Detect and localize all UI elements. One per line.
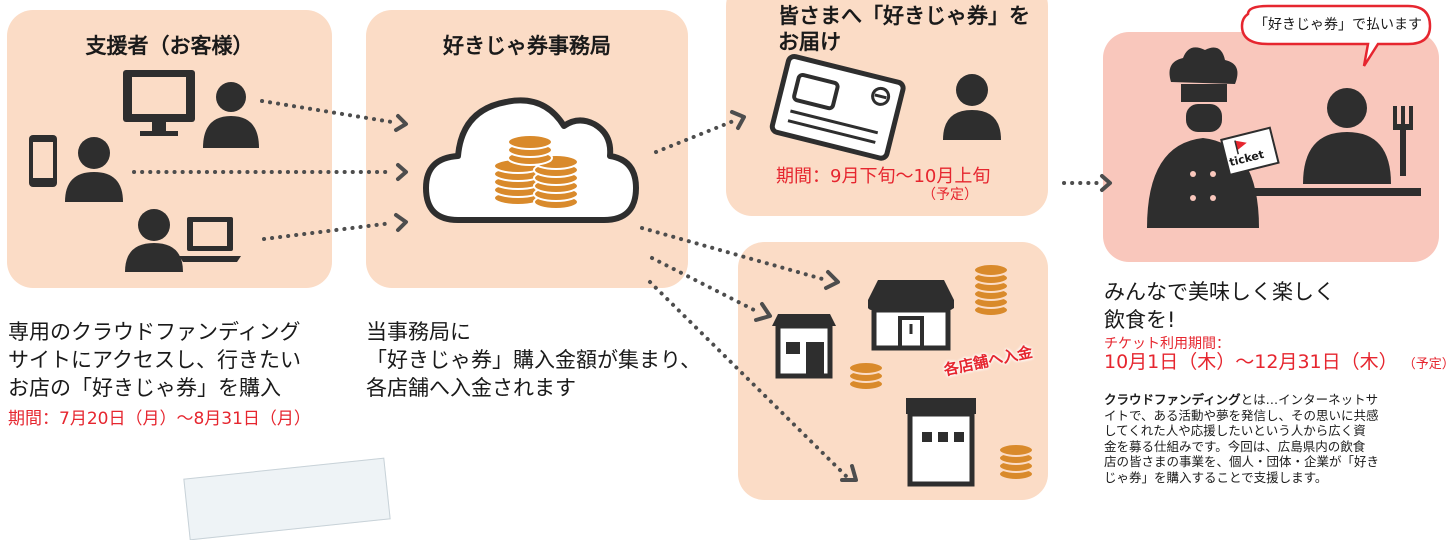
supporters-period: 期間：7月20日（月）～8月31日（月） [8,409,311,429]
crowdfunding-line-2: してくれた人や応援したいという人から広く資 [1104,423,1366,438]
usage-period-note: （予定） [1402,357,1448,372]
coin-stack-icon-store3 [998,443,1034,481]
supporters-panel: 支援者（お客様） [7,10,332,288]
crowdfunding-line-3: 金を募る仕組みです。今回は、広島県内の飲食 [1104,438,1366,454]
usage-label: チケット利用期間： [1104,336,1230,352]
smartphone-icon [29,135,57,187]
stores-icons [772,263,1034,487]
coin-stack-icon [493,134,579,210]
supporters-title: 支援者（お客様） [85,34,254,58]
supporters-desc-line2: サイトにアクセスし、行きたい [8,348,301,372]
delivery-title-line2: お届け [778,30,841,54]
delivery-title-line1: 皆さまへ「好きじゃ券」を [778,4,1030,28]
crowdfunding-note-line1: クラウドファンディングとは…インターネットサ [1104,392,1434,408]
crowdfunding-line-0: とは…インターネットサ [1240,392,1379,407]
speech-bubble-text: 「好きじゃ券」で払います [1254,17,1422,33]
laptop-icon [179,217,241,262]
person-icon-bottom [125,209,183,272]
delivery-panel: 皆さまへ「好きじゃ券」を お届け 期間：9月下旬～10月上旬 （予定） [726,0,1048,216]
crowdfunding-line-5: じゃ券」を購入することで支援します。 [1104,469,1328,485]
office-title: 好きじゃ券事務局 [443,34,611,58]
usage-period: 10月1日（木）～12月31日（木） [1104,351,1398,373]
usage-period-row: 10月1日（木）～12月31日（木） （予定） [1104,347,1448,374]
stores-panel: 各店舗へ入金 [738,242,1048,500]
delivery-icons [769,53,1001,161]
speech-bubble [1240,4,1432,67]
office-desc-line2: 「好きじゃ券」購入金額が集まり、 [366,348,702,372]
delivery-period: 期間：9月下旬～10月上旬 [776,166,991,187]
restaurant-headline-line2: 飲食を! [1104,308,1176,332]
office-desc-line1: 当事務局に [366,320,471,344]
cloud-coins-illustration [423,97,639,223]
office-desc-line3: 各店舗へ入金されます [366,376,576,400]
person-icon-top [203,82,259,148]
customer-icon [1303,88,1391,184]
delivery-period-note: （予定） [922,187,978,203]
supporters-icons [29,70,259,272]
store-icon-3 [906,398,976,487]
fork-icon [1393,106,1413,176]
crowdfunding-term: クラウドファンディング [1104,392,1241,407]
supporters-desc-line1: 専用のクラウドファンディング [8,320,301,344]
restaurant-panel: ticket [1103,32,1439,262]
restaurant-illustration [1147,47,1421,228]
voucher-image-partial [183,457,391,540]
crowdfunding-note: クラウドファンディングとは…インターネットサ イトで、ある活動や夢を発信し、その… [1104,392,1434,485]
person-icon-middle [65,137,123,202]
ticket-card-icon [769,53,906,161]
desktop-monitor-icon [123,70,195,136]
crowdfunding-line-1: イトで、ある活動や夢を発信し、その思いに共感 [1104,407,1379,423]
ticket-icon [1220,126,1280,176]
restaurant-headline-line1: みんなで美味しく楽しく [1104,280,1335,304]
supporters-desc-line3: お店の「好きじゃ券」を購入 [8,376,281,400]
office-panel: 好きじゃ券事務局 [366,10,688,288]
coin-stack-icon-store2 [848,361,884,391]
store-icon-2 [772,314,836,379]
crowdfunding-line-4: 店の皆さまの事業を、個人・団体・企業が「好き [1104,454,1380,469]
person-icon-recipient [943,74,1001,140]
coin-stack-icon-store1 [973,263,1009,317]
store-icon-1 [868,280,954,351]
table-icon [1231,188,1421,196]
